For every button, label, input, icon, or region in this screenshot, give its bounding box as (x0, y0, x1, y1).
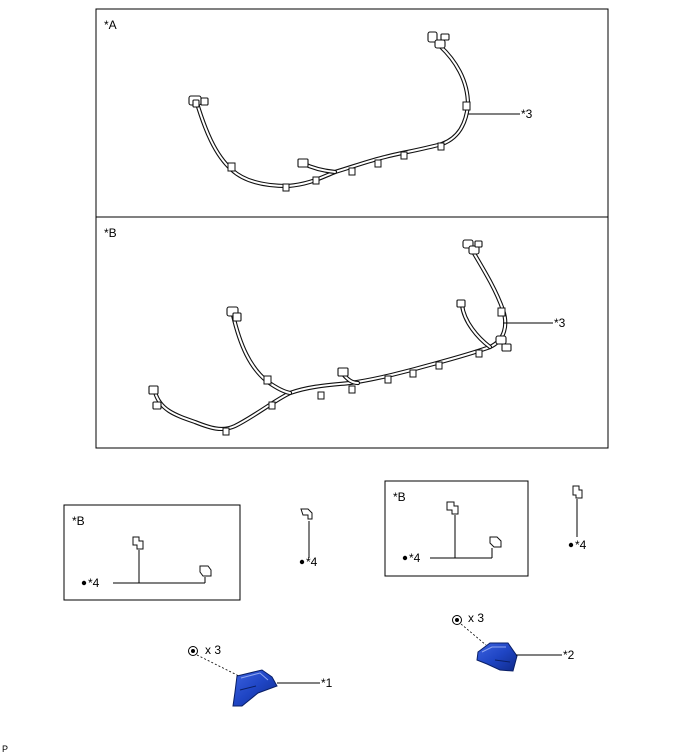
small-box-left-frame (63, 504, 241, 601)
bracket-icon (232, 669, 278, 707)
screw-icon (188, 646, 198, 656)
leader-line (430, 515, 493, 559)
dot-icon (81, 580, 87, 586)
figure-code: P (2, 744, 8, 754)
small-box-right-tag: *B (393, 490, 406, 504)
connector-icon (456, 299, 466, 308)
wire-harness-a (188, 31, 471, 192)
small-box-right-frame (384, 480, 529, 577)
small-box-left-callout: *4 (88, 576, 100, 590)
bracket-icon (476, 642, 518, 672)
connector-icon (462, 239, 483, 255)
bracket-right-callout: *2 (563, 648, 575, 662)
small-box-left-tag: *B (72, 514, 85, 528)
connector-icon (495, 335, 512, 352)
panel-a: *A (95, 8, 609, 218)
panel-b: *B (95, 216, 609, 449)
bracket-left: x 3 *1 (188, 643, 333, 707)
clip-icon (300, 508, 313, 520)
panel-b-callout: *3 (554, 316, 566, 330)
connector-icon (297, 158, 309, 168)
wire-harness-b (148, 239, 512, 436)
bracket-right-screw-qty: x 3 (468, 611, 484, 625)
clip-icon (227, 101, 471, 192)
bracket-right: x 3 *2 (452, 611, 575, 672)
bracket-left-screw-qty: x 3 (205, 643, 221, 657)
panel-a-callout: *3 (521, 107, 533, 121)
connector-icon (188, 95, 209, 108)
screw-icon (452, 615, 462, 625)
dot-icon (299, 559, 305, 565)
connector-icon (337, 367, 349, 377)
screw-guide-line (196, 654, 244, 679)
leader-line (113, 550, 206, 584)
small-box-right: *B *4 (384, 480, 529, 577)
connector-icon (148, 385, 162, 410)
loose-clip-middle-callout: *4 (306, 555, 318, 569)
connector-icon (427, 31, 450, 49)
connector-icon (226, 306, 242, 322)
clip-icon (446, 501, 502, 548)
panel-b-tag: *B (104, 226, 117, 240)
loose-clip-middle: *4 (299, 508, 318, 569)
clip-icon (572, 485, 583, 499)
loose-clip-right: *4 (568, 485, 587, 552)
dot-icon (568, 542, 574, 548)
panel-b-frame (95, 216, 609, 449)
clip-icon (222, 307, 506, 436)
dot-icon (402, 555, 408, 561)
clip-icon (132, 536, 212, 577)
small-box-left: *B *4 (63, 504, 241, 601)
panel-a-tag: *A (104, 18, 117, 32)
bracket-left-callout: *1 (321, 676, 333, 690)
screw-guide-line (460, 623, 487, 646)
small-box-right-callout: *4 (409, 551, 421, 565)
loose-clip-right-callout: *4 (575, 538, 587, 552)
